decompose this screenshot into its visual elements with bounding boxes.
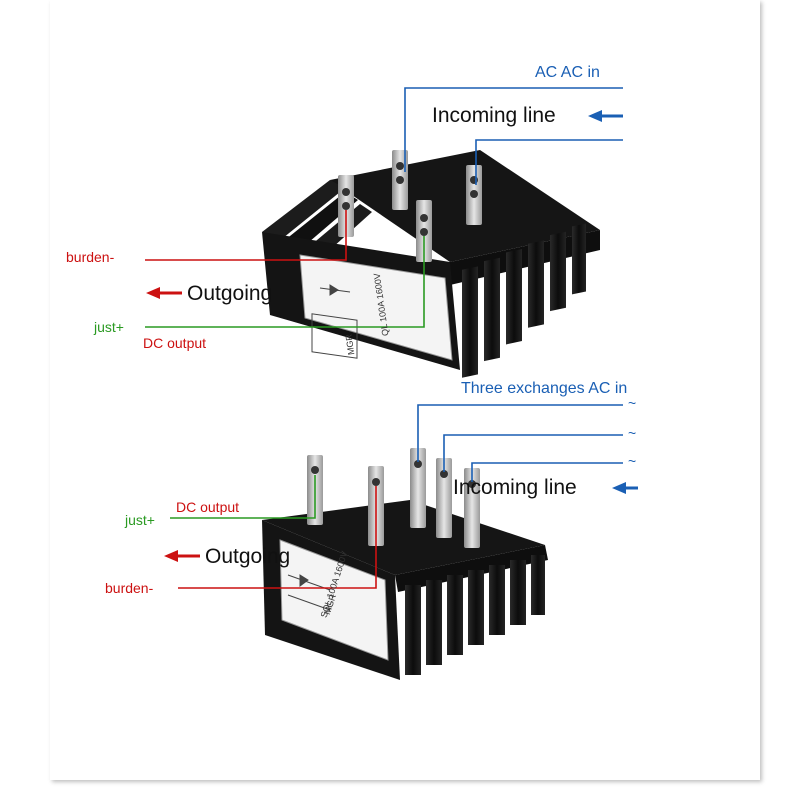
bottom-tilde-2: ~	[628, 425, 637, 441]
bottom-terminal-ac1	[410, 448, 426, 528]
bottom-incoming-arrow-icon	[612, 482, 638, 494]
top-label-schematic	[311, 284, 358, 359]
bottom-module-fins	[395, 545, 548, 675]
top-outgoing-arrow-icon	[146, 287, 182, 299]
top-negative-wire	[145, 210, 347, 261]
top-outgoing-label: Outgoing	[187, 282, 273, 305]
bottom-dc-output-label: DC output	[176, 499, 240, 515]
top-bridge-rectifier	[262, 150, 600, 378]
top-incoming-line-label: Incoming line	[432, 104, 556, 127]
bottom-tilde-3: ~	[628, 453, 637, 469]
bottom-ac-wire-1	[417, 404, 623, 462]
bottom-module-top-face	[262, 500, 545, 575]
bottom-terminals	[307, 448, 480, 548]
bottom-bridge-rectifier	[262, 448, 548, 680]
top-module-label	[299, 254, 453, 361]
bottom-three-exchanges-label: Three exchanges AC in	[461, 380, 628, 397]
top-incoming-arrow-icon	[588, 110, 623, 122]
top-burden-label: burden-	[66, 249, 115, 265]
bottom-outgoing-arrow-icon	[164, 550, 200, 562]
top-terminals	[338, 150, 482, 262]
top-module-fins	[450, 223, 600, 378]
bottom-terminal-ac3	[464, 468, 480, 548]
bottom-wires	[170, 404, 623, 589]
bottom-positive-wire	[170, 475, 316, 519]
top-dc-output-label: DC output	[143, 335, 207, 351]
top-ac-wire-2	[475, 139, 623, 185]
bottom-ac-wire-3	[471, 462, 623, 482]
bottom-terminal-ac2	[436, 458, 452, 538]
top-ac-in-label: AC AC in	[535, 64, 600, 81]
top-just-plus-label: just+	[94, 319, 124, 335]
bottom-tilde-1: ~	[628, 395, 637, 411]
top-ac-wire-1	[404, 87, 623, 172]
bottom-ac-wire-2	[443, 434, 623, 472]
bottom-module-label	[279, 539, 389, 661]
bottom-negative-wire	[178, 486, 377, 589]
bottom-outgoing-label: Outgoing	[205, 545, 291, 568]
bottom-just-plus-label: just+	[125, 512, 155, 528]
top-positive-wire	[145, 236, 425, 328]
bottom-burden-label: burden-	[105, 580, 154, 596]
top-wires	[145, 87, 623, 328]
bottom-incoming-line-label: Incoming line	[453, 476, 577, 499]
